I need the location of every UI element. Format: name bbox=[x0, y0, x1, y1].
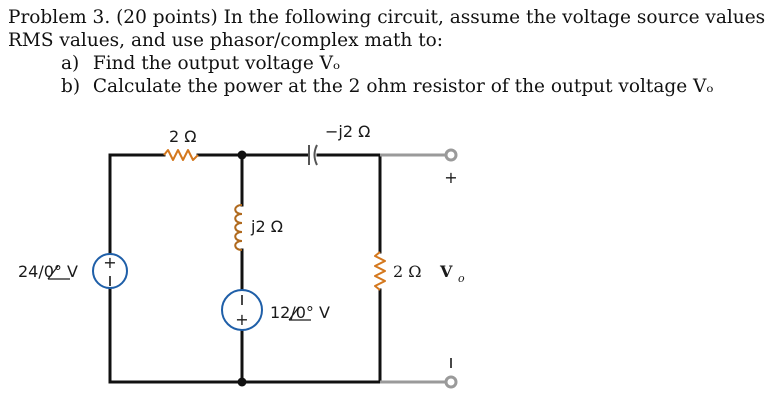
voltage-source-mid bbox=[221, 289, 263, 331]
problem-line-1: Problem 3. (20 points) In the following … bbox=[8, 7, 770, 28]
problem-statement: Problem 3. (20 points) In the following … bbox=[8, 6, 770, 98]
source-left-angle-underline bbox=[47, 265, 70, 280]
sub-item-a-text: Find the output voltage Vₒ bbox=[92, 53, 341, 74]
output-terminals bbox=[380, 148, 458, 389]
source-left-plus: + bbox=[103, 253, 116, 272]
terminal-top bbox=[444, 148, 458, 162]
junctions bbox=[237, 150, 247, 387]
resistor-output-label: 2 Ω bbox=[393, 262, 422, 281]
capacitor-symbol bbox=[308, 144, 318, 166]
sub-item-b: b) Calculate the power at the 2 ohm resi… bbox=[8, 75, 768, 98]
circuit-wires bbox=[108, 153, 382, 384]
capacitor-label: −j2 Ω bbox=[325, 122, 370, 141]
sub-item-a: a) Find the output voltage Vₒ bbox=[8, 52, 768, 75]
resistor-series-label: 2 Ω bbox=[169, 127, 197, 146]
resistor-series-symbol bbox=[163, 149, 199, 161]
source-left-label: 24/0° V bbox=[18, 262, 78, 281]
sub-item-a-marker: a) bbox=[61, 53, 80, 74]
sub-item-b-marker: b) bbox=[61, 76, 81, 97]
sub-item-b-text: Calculate the power at the 2 ohm resisto… bbox=[92, 76, 714, 97]
inductor-label: j2 Ω bbox=[250, 217, 283, 236]
source-mid-plus: + bbox=[235, 310, 248, 329]
source-mid-label: 12/0° V bbox=[270, 303, 330, 322]
output-voltage-subscript: o bbox=[458, 272, 465, 285]
voltage-source-left bbox=[92, 253, 128, 289]
problem-line-2: RMS values, and use phasor/complex math … bbox=[8, 30, 444, 51]
inductor-symbol bbox=[234, 204, 243, 251]
junction-bottom bbox=[237, 377, 247, 387]
terminal-bottom bbox=[444, 375, 458, 389]
output-plus-sign: + bbox=[444, 168, 457, 187]
junction-top bbox=[237, 150, 247, 160]
source-mid-angle-underline bbox=[288, 306, 311, 321]
output-voltage-label: V o bbox=[439, 262, 465, 285]
output-voltage-symbol: V bbox=[439, 262, 453, 281]
resistor-output-symbol bbox=[374, 251, 386, 291]
